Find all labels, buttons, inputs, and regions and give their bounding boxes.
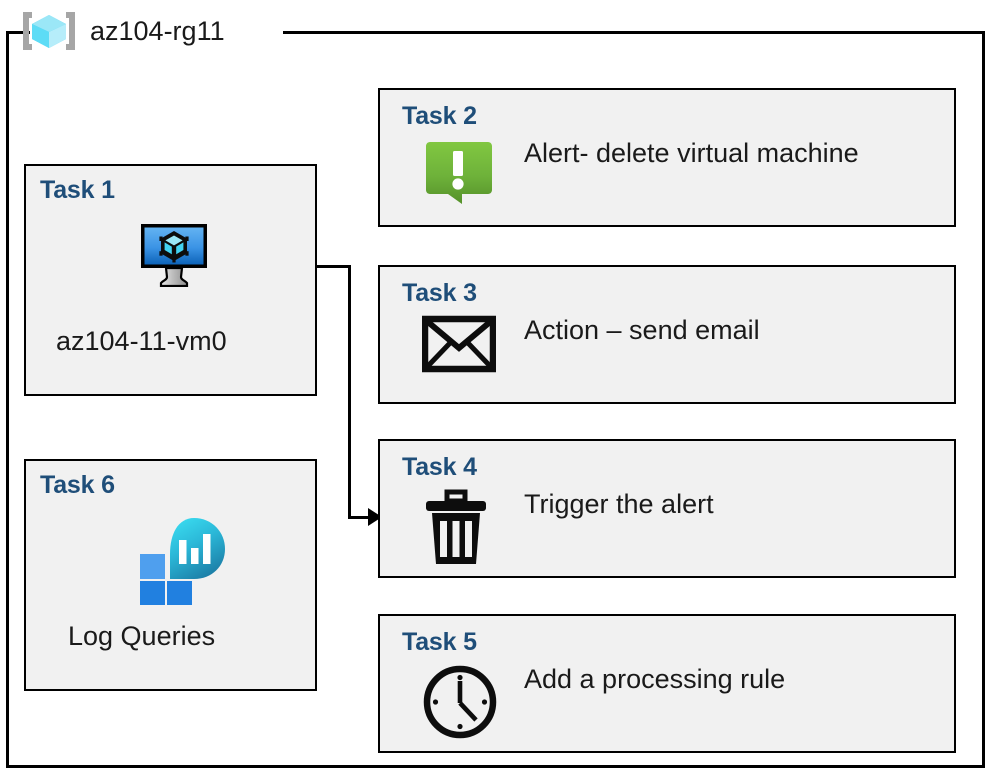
clock-icon (422, 664, 498, 745)
virtual-machine-icon (139, 223, 211, 288)
task3-label: Task 3 (402, 279, 477, 307)
task6-text: Log Queries (68, 621, 216, 651)
resource-group-container: az104-rg11 Task 1 (6, 12, 985, 768)
envelope-icon (421, 315, 497, 378)
container-border-top-left (6, 31, 30, 34)
task6-label: Task 6 (40, 471, 115, 499)
task5-text: Add a processing rule (524, 664, 786, 694)
task1-text: az104-11-vm0 (56, 326, 227, 356)
resource-group-header: az104-rg11 (18, 5, 225, 57)
card-task2[interactable]: Task 2 Alert- delete virtual machine (378, 88, 956, 227)
task3-text: Action – send email (524, 315, 760, 345)
task1-label: Task 1 (40, 176, 115, 204)
log-analytics-icon (132, 516, 228, 606)
card-task6[interactable]: Task 6 (24, 459, 317, 691)
task2-label: Task 2 (402, 102, 477, 130)
container-border-top-right (283, 31, 982, 34)
card-task5[interactable]: Task 5 Add a processing rule (378, 614, 956, 753)
resource-group-cube-icon (18, 8, 80, 54)
container-border-left (6, 31, 9, 768)
task2-text: Alert- delete virtual machine (524, 138, 859, 168)
container-border-bottom (6, 765, 985, 768)
task4-label: Task 4 (402, 453, 477, 481)
trash-can-icon (422, 489, 490, 572)
task5-label: Task 5 (402, 628, 477, 656)
connector-segment-vertical (348, 265, 351, 519)
container-border-right (982, 31, 985, 768)
card-task1[interactable]: Task 1 (24, 164, 317, 396)
resource-group-name: az104-rg11 (90, 15, 225, 46)
alert-exclamation-icon (422, 138, 494, 213)
card-task4[interactable]: Task 4 Trigger the alert (378, 439, 956, 578)
task4-text: Trigger the alert (524, 489, 714, 519)
connector-segment-horizontal-bottom (348, 516, 374, 519)
card-task3[interactable]: Task 3 Action – send email (378, 265, 956, 404)
